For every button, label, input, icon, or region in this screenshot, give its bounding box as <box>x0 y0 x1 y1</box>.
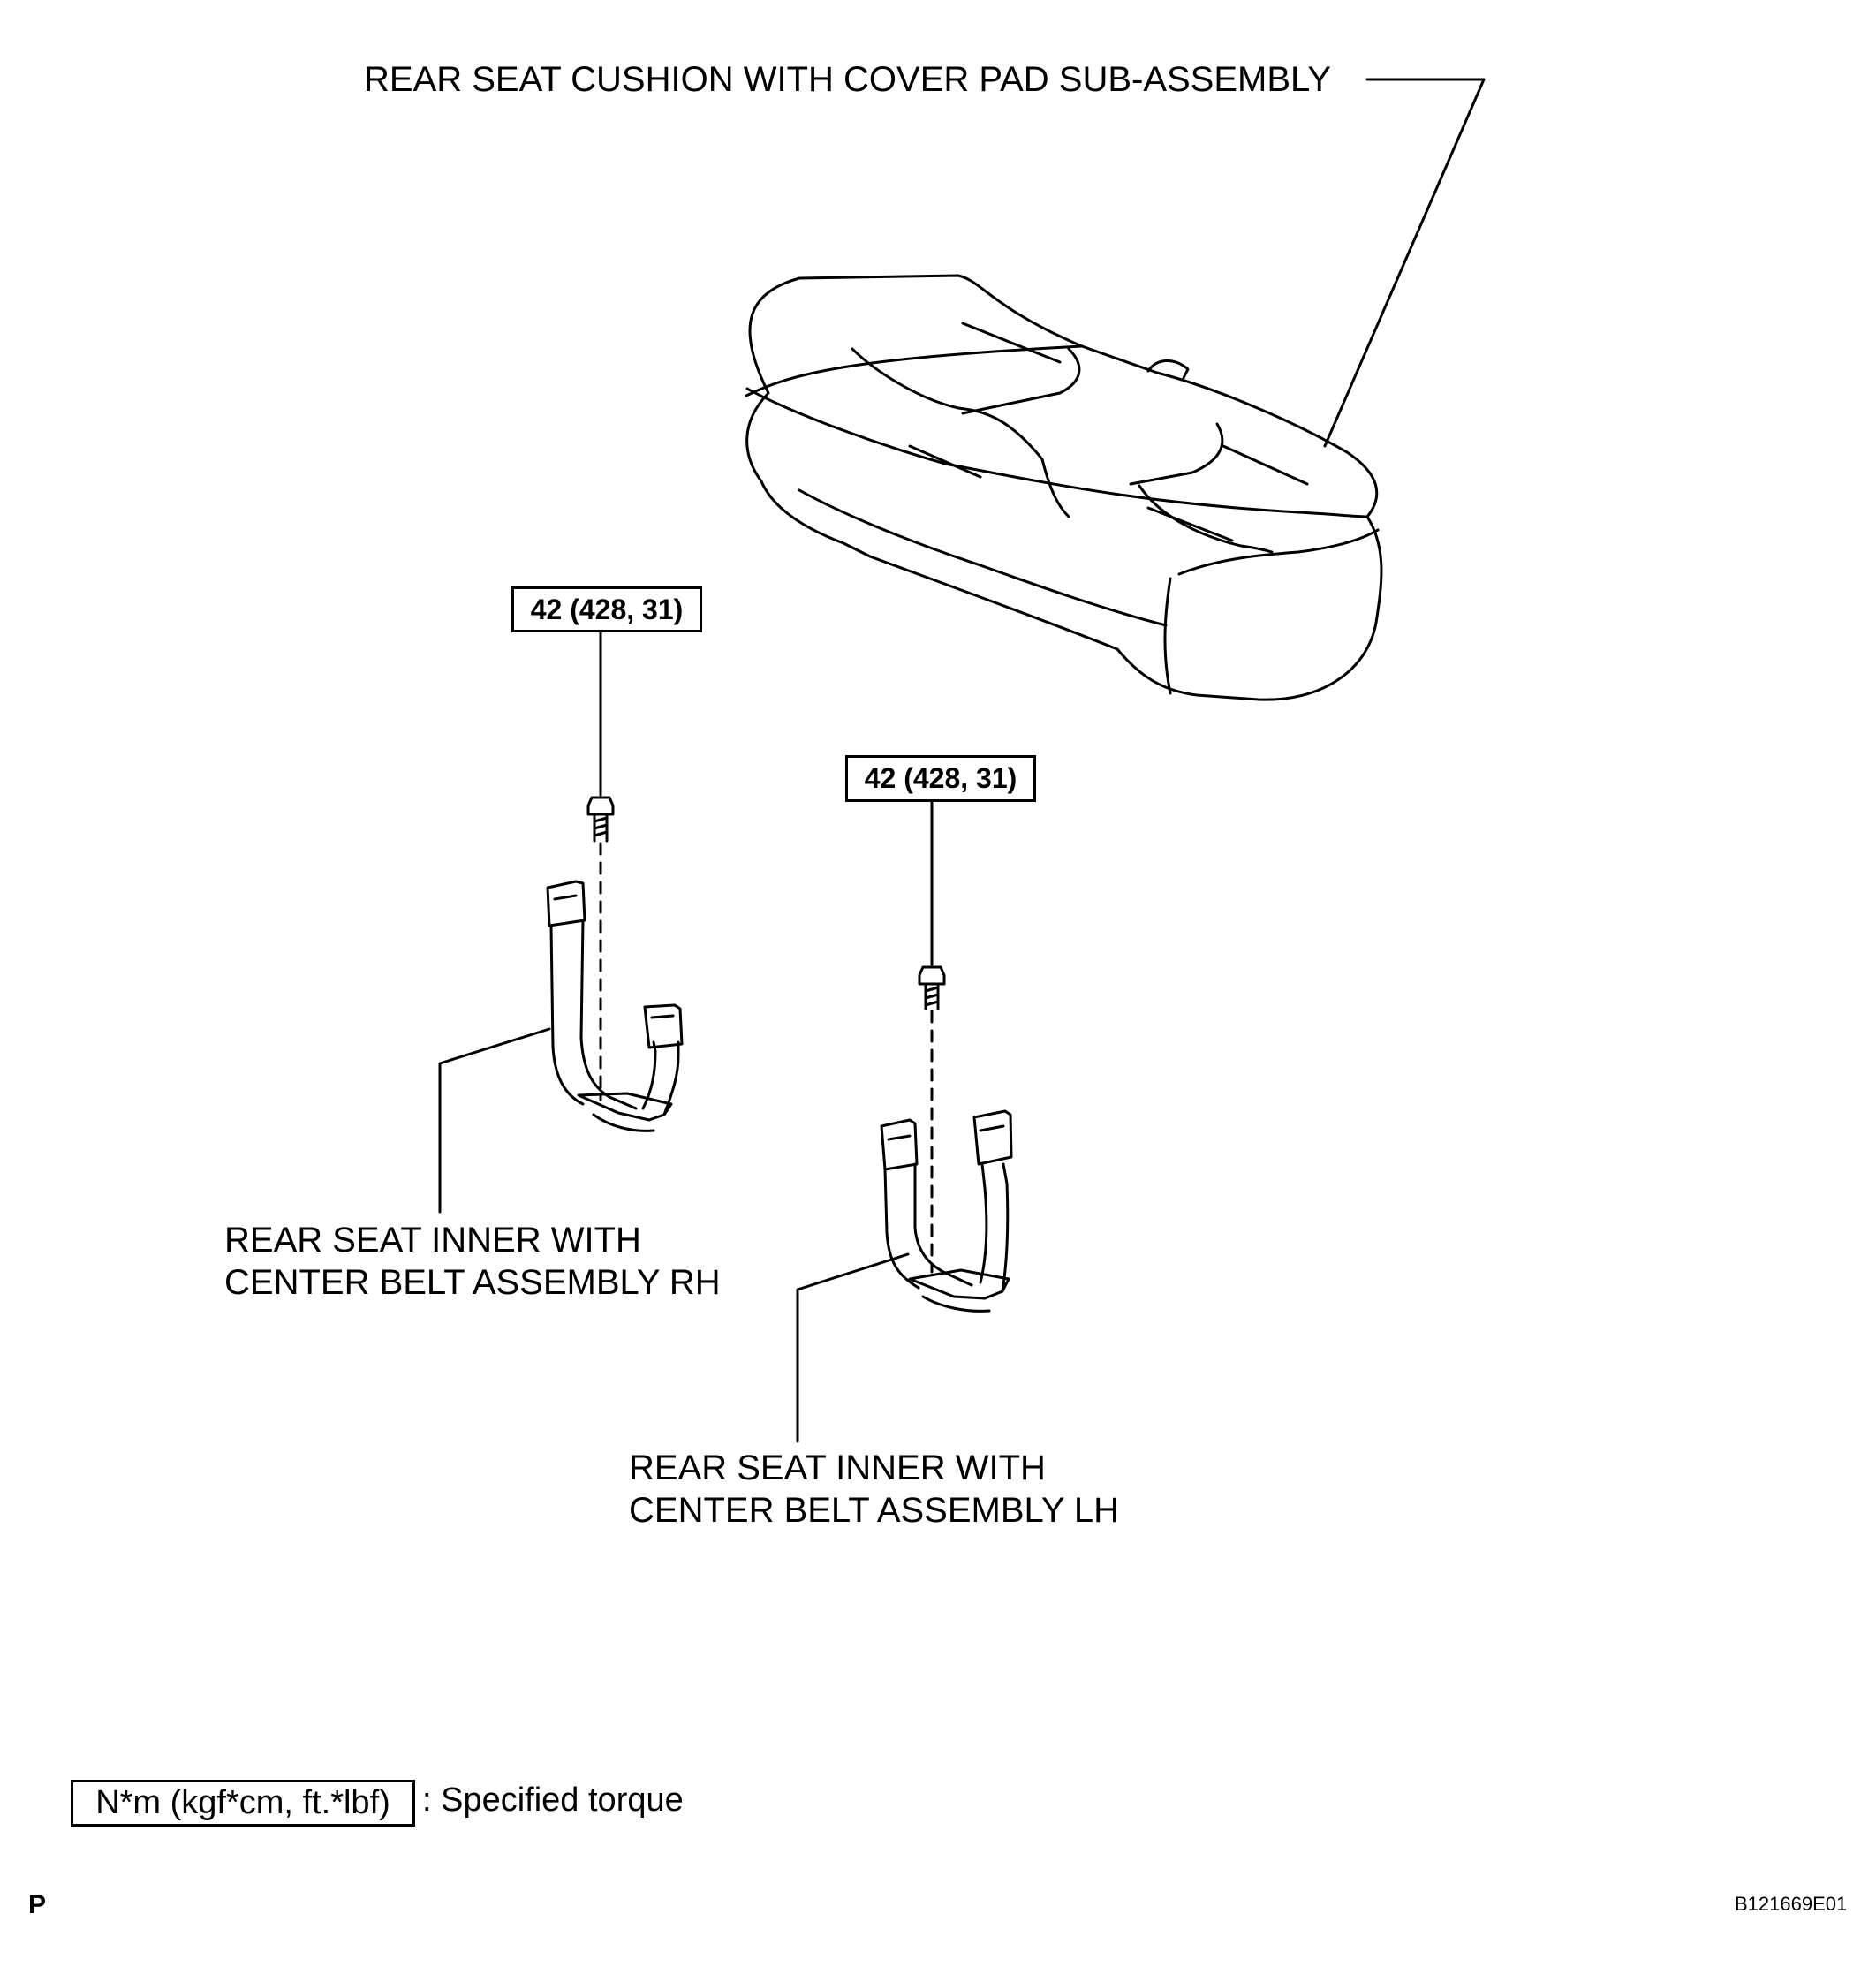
rh-belt-label-line1: REAR SEAT INNER WITH <box>224 1221 641 1260</box>
lh-belt-label-line1: REAR SEAT INNER WITH <box>629 1449 1046 1487</box>
rh-belt-leader <box>438 1027 551 1214</box>
cushion-leader-line <box>1323 78 1486 448</box>
seat-cushion-illustration <box>745 274 1383 701</box>
lh-bolt-torque-box: 42 (428, 31) <box>845 755 1036 802</box>
rh-bolt-torque-box: 42 (428, 31) <box>511 586 702 632</box>
lh-belt-illustration <box>880 965 1013 1313</box>
corner-letter: P <box>28 1890 47 1919</box>
cushion-label: REAR SEAT CUSHION WITH COVER PAD SUB-ASS… <box>364 60 1331 99</box>
torque-unit-legend-box: N*m (kgf*cm, ft.*lbf) <box>71 1780 415 1827</box>
figure-id: B121669E01 <box>1735 1893 1848 1915</box>
lh-belt-label-line2: CENTER BELT ASSEMBLY LH <box>629 1491 1120 1530</box>
lh-belt-leader <box>796 1252 910 1443</box>
rh-belt-label-line2: CENTER BELT ASSEMBLY RH <box>224 1263 721 1302</box>
torque-legend-description: : Specified torque <box>422 1782 684 1819</box>
rh-belt-illustration <box>546 796 684 1132</box>
